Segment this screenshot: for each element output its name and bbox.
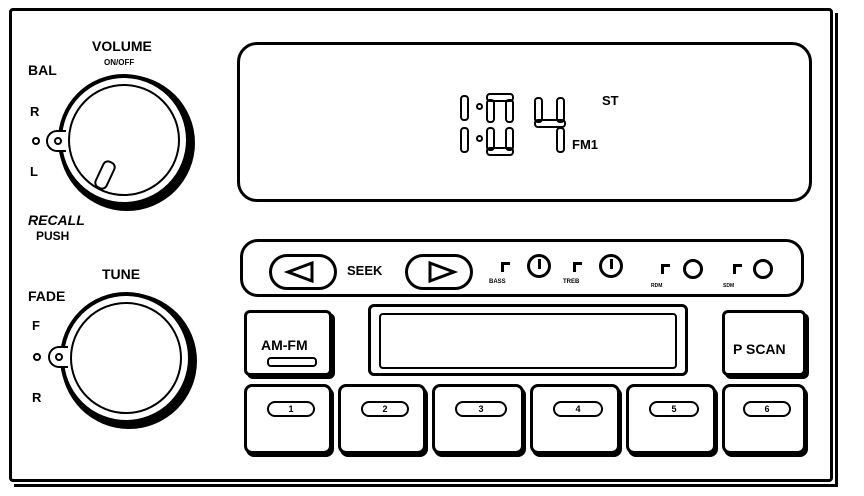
digit-segment xyxy=(556,127,565,153)
digit-segment xyxy=(486,93,514,102)
right-arrow-icon xyxy=(428,260,459,284)
stereo-indicator: ST xyxy=(602,93,619,108)
treb-label: TREB xyxy=(563,279,580,285)
rdm-label: RDM xyxy=(651,283,663,289)
seek-down-button[interactable] xyxy=(269,254,337,290)
tune-knob[interactable] xyxy=(60,292,192,424)
am-fm-label: AM-FM xyxy=(261,337,308,353)
volume-knob-ring xyxy=(68,84,180,196)
bass-pointer-icon xyxy=(501,262,510,272)
am-fm-button[interactable]: AM-FM xyxy=(244,310,332,376)
preset-button-4[interactable]: 4 xyxy=(530,384,620,454)
treble-knob[interactable] xyxy=(599,254,623,278)
digit-segment xyxy=(505,99,514,123)
bal-l-label: L xyxy=(30,164,38,179)
preset-button-1[interactable]: 1 xyxy=(244,384,332,454)
preset-label: 4 xyxy=(553,401,603,417)
fade-label: FADE xyxy=(28,288,66,304)
treb-pointer-icon xyxy=(573,262,582,272)
bass-knob[interactable] xyxy=(527,254,551,278)
digit-segment xyxy=(534,119,566,128)
seek-up-button[interactable] xyxy=(405,254,473,290)
digit-segment xyxy=(460,95,469,121)
left-arrow-icon xyxy=(283,260,314,284)
faceplate-shadow xyxy=(14,13,838,487)
lcd-display: ST FM1 xyxy=(237,42,812,202)
bass-label: BASS xyxy=(489,279,506,285)
band-indicator: FM1 xyxy=(572,137,598,152)
seek-label: SEEK xyxy=(347,263,383,278)
clock-digits xyxy=(460,93,580,157)
bal-r-label: R xyxy=(30,104,40,119)
fade-f-label: F xyxy=(32,318,40,333)
fade-center-dot-icon xyxy=(33,353,41,361)
tune-label: TUNE xyxy=(102,266,141,282)
preset-button-3[interactable]: 3 xyxy=(432,384,524,454)
recall-label: RECALL xyxy=(28,212,85,228)
tune-knob-ring xyxy=(70,302,182,414)
digit-segment xyxy=(556,97,565,123)
fade-r-label: R xyxy=(32,390,42,405)
cassette-door[interactable] xyxy=(368,304,688,376)
bal-label: BAL xyxy=(28,62,57,78)
preset-label: 1 xyxy=(267,401,315,417)
sdm-label: SDM xyxy=(723,283,735,289)
sdm-button[interactable] xyxy=(753,259,773,279)
balance-pointer-dot-icon xyxy=(54,137,62,145)
preset-label: 5 xyxy=(649,401,699,417)
volume-label: VOLUME xyxy=(92,38,152,54)
balance-center-dot-icon xyxy=(32,137,40,145)
preset-button-6[interactable]: 6 xyxy=(722,384,806,454)
preset-label: 6 xyxy=(743,401,791,417)
digit-segment xyxy=(486,147,514,156)
rdm-pointer-icon xyxy=(661,264,670,274)
digit-segment xyxy=(460,127,469,153)
rdm-button[interactable] xyxy=(683,259,703,279)
push-label: PUSH xyxy=(36,229,70,243)
colon-dot xyxy=(476,135,483,142)
cassette-slot xyxy=(379,313,677,369)
preset-button-5[interactable]: 5 xyxy=(626,384,716,454)
am-fm-indicator-bar xyxy=(267,357,317,367)
preset-button-2[interactable]: 2 xyxy=(338,384,426,454)
sdm-pointer-icon xyxy=(733,264,742,274)
p-scan-button[interactable]: P SCAN xyxy=(722,310,806,376)
p-scan-label: P SCAN xyxy=(733,341,786,357)
digit-segment xyxy=(534,97,543,123)
preset-label: 2 xyxy=(361,401,409,417)
on-off-label: ON/OFF xyxy=(104,58,135,67)
control-panel: SEEK BASS TREB RDM SDM xyxy=(240,239,804,297)
colon-dot xyxy=(476,103,483,110)
digit-segment xyxy=(505,127,514,151)
digit-segment xyxy=(486,99,495,123)
volume-knob[interactable] xyxy=(58,74,190,206)
digit-segment xyxy=(486,127,495,151)
preset-label: 3 xyxy=(455,401,507,417)
fade-pointer-dot-icon xyxy=(55,353,63,361)
radio-faceplate xyxy=(9,8,833,482)
